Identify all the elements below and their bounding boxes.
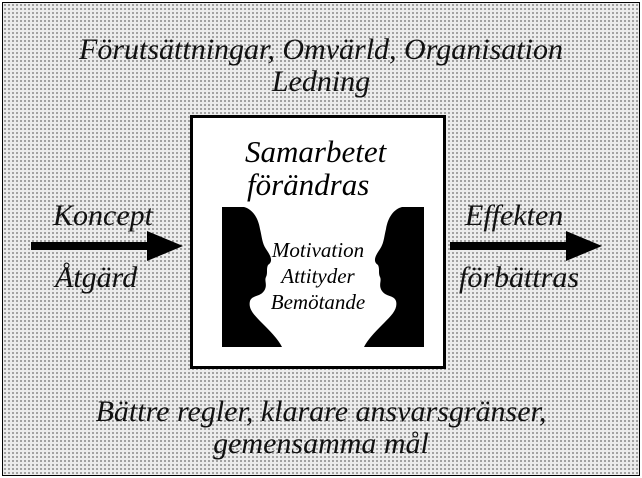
input-arrow [31, 231, 183, 261]
box-title-line-2: förändras [247, 167, 370, 202]
output-arrow [450, 231, 602, 261]
right-profile-silhouette [364, 207, 424, 347]
input-label-top: Koncept [53, 199, 153, 232]
context-line-1: Förutsättningar, Omvärld, Organisation [79, 33, 563, 66]
facing-profiles-illustration [222, 207, 424, 347]
left-profile-silhouette [222, 207, 282, 347]
output-label-bottom: förbättras [459, 261, 580, 294]
box-title-line-1: Samarbetet [245, 134, 387, 169]
result-line-2: gemensamma mål [213, 427, 429, 460]
center-item-bemotande: Bemötande [270, 290, 366, 314]
center-item-attityder: Attityder [281, 264, 355, 288]
center-item-motivation: Motivation [271, 238, 365, 262]
context-line-2: Ledning [271, 65, 371, 98]
input-label-bottom: Åtgärd [55, 261, 138, 294]
collaboration-box: Samarbetet förändras Motivation Attityde… [190, 115, 446, 369]
output-label-top: Effekten [465, 199, 564, 232]
result-line-1: Bättre regler, klarare ansvarsgränser, [95, 395, 547, 428]
